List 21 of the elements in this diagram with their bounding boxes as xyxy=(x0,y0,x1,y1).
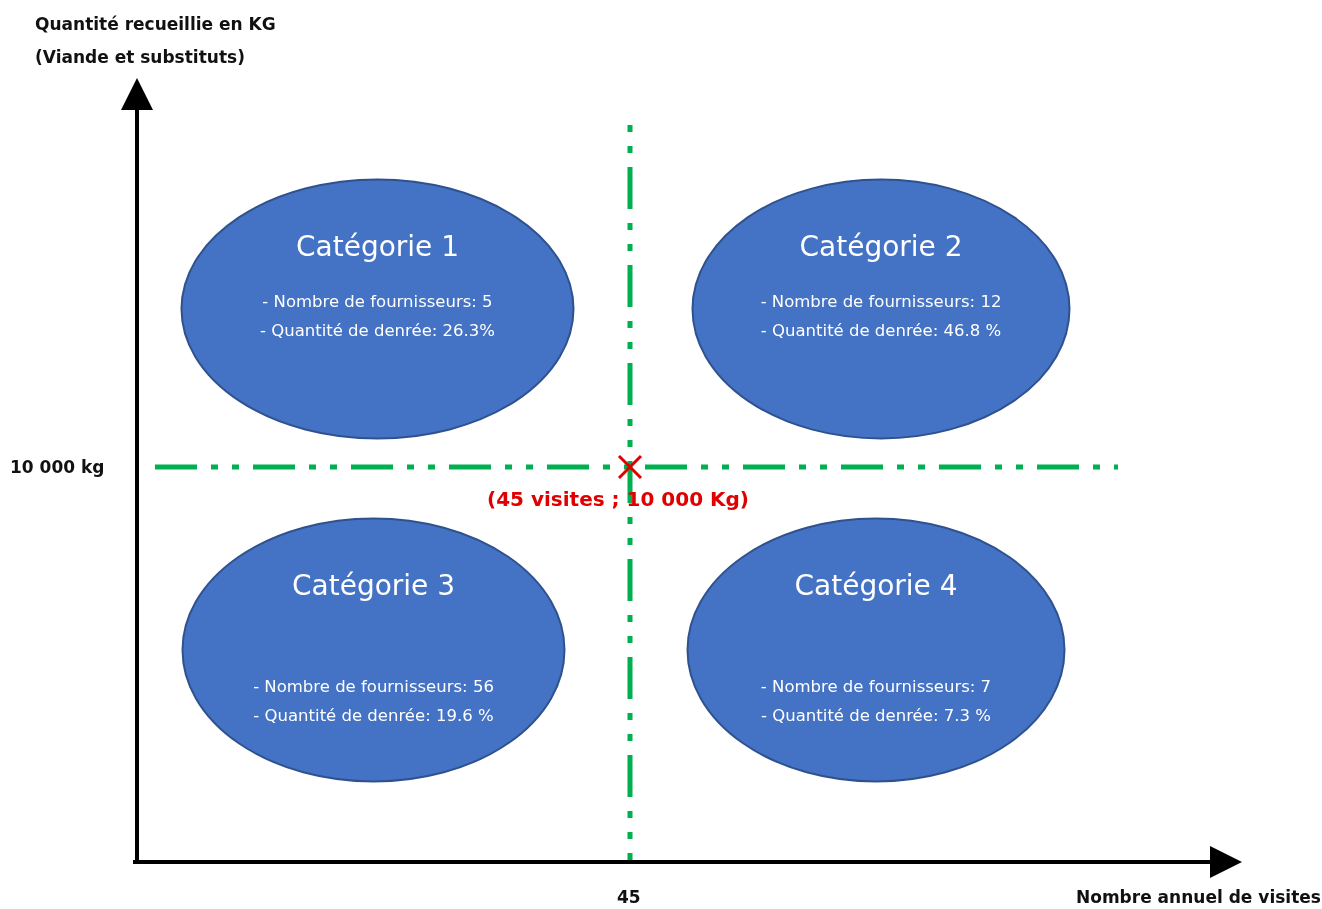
point-label: (45 visites ; 10 000 Kg) xyxy=(487,487,749,511)
category-stat: - Quantité de denrée: 46.8 % xyxy=(759,321,1003,340)
category-ellipse xyxy=(181,517,566,783)
category-title: Catégorie 3 xyxy=(290,569,457,602)
category-title: Catégorie 4 xyxy=(793,569,959,602)
category-ellipse xyxy=(686,517,1066,783)
tick-label: 10 000 kg xyxy=(10,457,105,477)
tick-label: 45 xyxy=(617,887,641,907)
category-title: Catégorie 1 xyxy=(294,230,461,263)
category-stat: - Quantité de denrée: 7.3 % xyxy=(760,706,992,725)
category-stat: - Quantité de denrée: 26.3% xyxy=(259,321,496,340)
category-stat: - Nombre de fournisseurs: 56 xyxy=(252,677,495,696)
category-ellipse xyxy=(691,178,1071,440)
axis-title: Nombre annuel de visites xyxy=(1076,887,1321,907)
axis-title: Quantité recueillie en KG (Viande et substituts) xyxy=(35,13,277,69)
category-stat: - Nombre de fournisseurs: 12 xyxy=(759,292,1003,311)
category-title: Catégorie 2 xyxy=(798,230,964,263)
category-stat: - Nombre de fournisseurs: 7 xyxy=(759,677,993,696)
category-stat: - Nombre de fournisseurs: 5 xyxy=(261,292,494,311)
category-stat: - Quantité de denrée: 19.6 % xyxy=(252,706,495,725)
category-ellipse xyxy=(180,178,575,440)
